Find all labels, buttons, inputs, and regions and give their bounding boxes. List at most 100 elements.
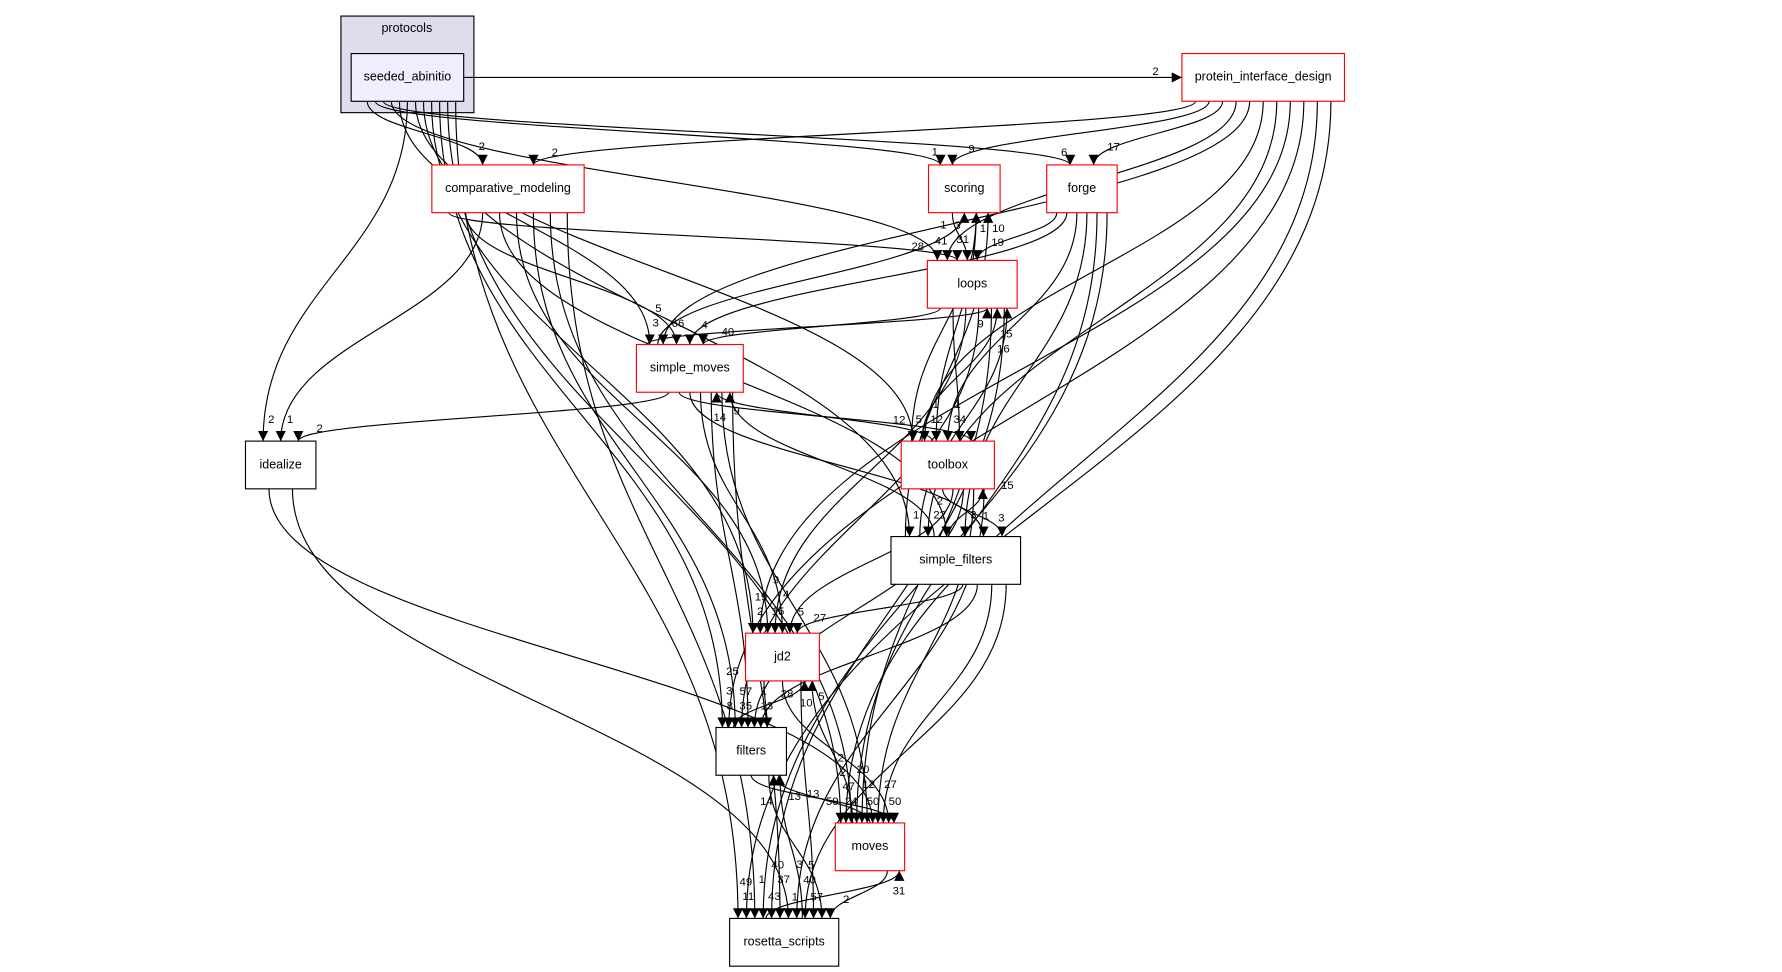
edge-label[interactable]: 3 [998,512,1004,524]
edge-label[interactable]: 16 [997,343,1010,355]
edge-label[interactable]: 9 [773,575,779,587]
edge-label[interactable]: 10 [800,698,813,710]
edge-label[interactable]: 1 [940,220,946,232]
edge-label[interactable]: 15 [772,606,785,618]
edge-label[interactable]: 40 [771,859,784,871]
edge-label[interactable]: 3 [954,220,960,232]
edge-label[interactable]: 2 [268,414,274,426]
edge-label[interactable]: 50 [889,796,902,808]
node-simple_moves[interactable]: simple_moves [635,343,744,393]
edge-label[interactable]: 10 [992,223,1005,235]
edge-label[interactable]: 59 [826,796,839,808]
edge-label[interactable]: 12 [862,779,875,791]
edge-label[interactable]: 1 [759,874,765,886]
edge-label[interactable]: 3 [796,859,802,871]
edge-label[interactable]: 47 [842,781,855,793]
edge-label[interactable]: 3 [653,317,659,329]
edge-label[interactable]: 57 [810,891,823,903]
node-filters[interactable]: filters [715,726,788,776]
edge-label[interactable]: 25 [726,666,739,678]
edge-label[interactable]: 20 [857,764,870,776]
edge-label[interactable]: 5 [916,414,922,426]
edge-label[interactable]: 2 [838,752,844,764]
edge-label[interactable]: 2 [843,894,849,906]
edge-label[interactable]: 49 [740,877,753,889]
edge-label[interactable]: 15 [1000,329,1013,341]
edge-label[interactable]: 14 [760,796,773,808]
edge-label[interactable]: 9 [977,318,983,330]
edge-label[interactable]: 1 [792,891,798,903]
node-loops[interactable]: loops [926,259,1018,309]
edge-label[interactable]: 57 [740,686,753,698]
edge-simple_moves-to-jd2 [699,392,788,634]
edge-label[interactable]: 8 [727,700,733,712]
edge-label[interactable]: 43 [768,891,781,903]
edge-label[interactable]: 1 [933,399,939,411]
edge-label[interactable]: 9 [968,144,974,156]
edge-label[interactable]: 1 [287,414,293,426]
edge-label[interactable]: 13 [807,789,820,801]
edge-label[interactable]: 5 [808,859,814,871]
edge-label[interactable]: 1 [913,509,919,521]
edge-label[interactable]: 40 [722,327,735,339]
node-comparative_modeling[interactable]: comparative_modeling [431,164,585,214]
edge-label[interactable]: 1 [983,511,989,523]
edge-label[interactable]: 34 [953,414,966,426]
edge-label[interactable]: 3 [726,686,732,698]
edge-label[interactable]: 11 [742,891,754,903]
node-simple_filters[interactable]: simple_filters [890,536,1022,585]
edge-label[interactable]: 40 [803,874,816,886]
edge-label[interactable]: 5 [818,691,824,703]
edge-label[interactable]: 4 [702,320,708,332]
edge-label[interactable]: 1 [954,399,960,411]
edge-label[interactable]: 35 [739,700,752,712]
edge-label[interactable]: 2 [479,141,485,153]
node-toolbox[interactable]: toolbox [900,440,995,490]
edge-label[interactable]: 13 [788,791,801,803]
edge-label[interactable]: 3 [970,509,976,521]
edge-label[interactable]: 4 [783,589,789,601]
edge-label[interactable]: 19 [991,237,1004,249]
node-protein_interface_design[interactable]: protein_interface_design [1181,53,1346,102]
edge-label[interactable]: 5 [655,303,661,315]
node-label: loops [957,277,987,291]
node-scoring[interactable]: scoring [927,164,1001,214]
edge-label[interactable]: 17 [1107,141,1120,153]
edge-label[interactable]: 12 [893,414,906,426]
edge-label[interactable]: 2 [937,495,943,507]
node-idealize[interactable]: idealize [244,440,317,490]
edge-label[interactable]: 66 [672,318,685,330]
edge-label[interactable]: 1 [932,146,938,158]
edge-label[interactable]: 2 [316,423,322,435]
edge-label[interactable]: 12 [930,414,943,426]
edge-label[interactable]: 1 [761,686,767,698]
edge-label[interactable]: 31 [956,234,969,246]
edge-label[interactable]: 50 [867,796,880,808]
edge-label[interactable]: 2 [840,767,846,779]
node-rosetta_scripts[interactable]: rosetta_scripts [729,917,840,967]
node-moves[interactable]: moves [834,822,906,872]
node-seeded_abinitio[interactable]: seeded_abinitio [350,53,465,102]
edge-label[interactable]: 31 [893,885,906,897]
edge-label[interactable]: 41 [935,235,948,247]
edge-label[interactable]: 2 [552,147,558,159]
edge-label[interactable]: 5 [798,606,804,618]
edge-label[interactable]: 13 [761,700,774,712]
edge-label[interactable]: 14 [713,412,726,424]
edge-label[interactable]: 27 [884,779,897,791]
edge-label[interactable]: 9 [734,406,740,418]
edge-label[interactable]: 1 [980,223,986,235]
edge-label[interactable]: 2 [1152,66,1158,78]
node-forge[interactable]: forge [1046,164,1118,214]
edge-label[interactable]: 37 [777,874,790,886]
edge-label[interactable]: 19 [755,591,768,603]
edge-label[interactable]: 28 [911,241,924,253]
edge-label[interactable]: 2 [757,606,763,618]
edge-label[interactable]: 24 [845,796,858,808]
edge-label[interactable]: 6 [1061,147,1067,159]
edge-label[interactable]: 28 [781,688,794,700]
edge-label[interactable]: 15 [1001,480,1014,492]
edge-label[interactable]: 22 [933,509,946,521]
node-jd2[interactable]: jd2 [744,632,820,682]
edge-label[interactable]: 27 [814,612,827,624]
